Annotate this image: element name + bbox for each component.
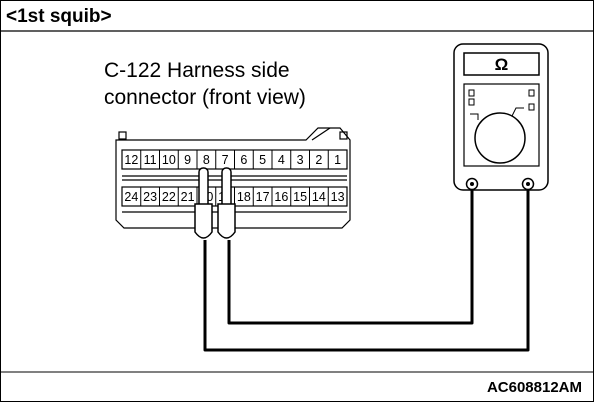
meter-mark-1: [468, 89, 475, 97]
meter-terminal-right-core: [526, 182, 530, 186]
bottom-pin-label: 14: [312, 190, 326, 204]
connector-label-line-1: C-122 Harness side: [104, 59, 290, 82]
meter-scale-right: [511, 107, 524, 117]
ohmmeter-icon: Ω: [453, 43, 549, 191]
top-pin-label: 12: [124, 153, 138, 167]
meter-terminal-left-core: [470, 182, 474, 186]
top-pin-label: 11: [144, 153, 157, 167]
top-pin-label: 3: [297, 153, 304, 167]
lead-wire-pin-7: [227, 188, 474, 325]
bottom-pin-label: 21: [181, 190, 195, 204]
bottom-pin-label: 17: [256, 190, 270, 204]
top-pin-label: 5: [259, 153, 266, 167]
meter-scale-left: [470, 113, 479, 120]
top-pin-label: 9: [184, 153, 191, 167]
top-pin-label: 10: [162, 153, 176, 167]
top-pin-label: 8: [203, 153, 210, 167]
top-pin-label: 6: [240, 153, 247, 167]
bottom-pin-label: 18: [237, 190, 251, 204]
top-pin-label: 2: [315, 153, 322, 167]
test-probe-pin-7: [217, 167, 236, 239]
meter-display: [463, 52, 540, 76]
connector-lock-right: [339, 131, 348, 140]
test-probe-pin-8: [194, 167, 213, 239]
figure-title: <1st squib>: [6, 6, 112, 27]
connector-housing: [115, 127, 351, 229]
connector-pin-dividers: [140, 150, 329, 206]
probe-tip-pin-8: [198, 167, 209, 209]
top-pin-label: 7: [222, 153, 229, 167]
meter-dial-knob: [474, 112, 526, 164]
figure-code: AC608812AM: [487, 379, 582, 396]
probe-handle-pin-8: [194, 203, 213, 239]
bottom-pin-label: 13: [331, 190, 345, 204]
meter-range-label: Ω: [495, 55, 509, 74]
meter-mark-4: [528, 103, 535, 111]
probe-tip-pin-7: [221, 167, 232, 209]
test-leads: [203, 188, 530, 352]
meter-mark-2: [468, 98, 475, 106]
lead-wire-pin-8: [203, 188, 530, 352]
probe-handle-pin-7: [217, 203, 236, 239]
connector-label-line-2: connector (front view): [104, 86, 306, 109]
bottom-pin-label: 15: [293, 190, 307, 204]
bottom-pin-label: 22: [162, 190, 176, 204]
bottom-pin-label: 23: [143, 190, 157, 204]
top-pin-label: 4: [278, 153, 285, 167]
bottom-pin-label: 16: [274, 190, 288, 204]
top-pin-label: 1: [334, 153, 341, 167]
connector-lock-left: [118, 131, 127, 140]
meter-mark-3: [528, 89, 535, 97]
connector-latch-ramp: [311, 127, 331, 141]
bottom-pin-label: 24: [124, 190, 138, 204]
